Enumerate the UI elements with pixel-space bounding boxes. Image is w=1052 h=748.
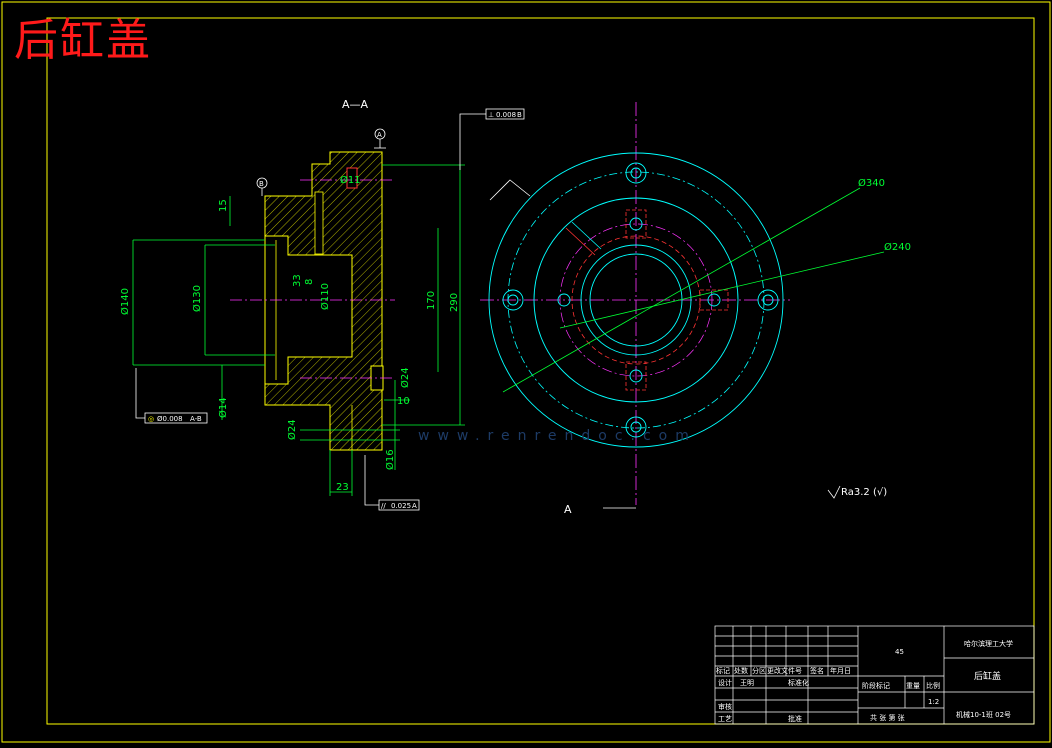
svg-text:0.008: 0.008 <box>496 111 516 119</box>
tb-review: 审核 <box>718 702 732 711</box>
tb-h4: 更改文件号 <box>767 666 802 675</box>
dim-text-10: 10 <box>397 396 410 407</box>
tb-h2: 处数 <box>734 666 748 675</box>
tb-design: 设计 <box>718 678 732 687</box>
dim-text-340: Ø340 <box>858 177 885 189</box>
tb-h1: 标记 <box>716 666 730 675</box>
dim-text-33: 33 <box>292 274 303 287</box>
dim-text-11: Ø11 <box>340 174 361 186</box>
section-dimension-lines <box>132 164 465 496</box>
tb-material: 45 <box>895 648 904 656</box>
dim-text-23: 23 <box>336 482 349 493</box>
tolerance-frame-top: ⊥ 0.008 B <box>459 108 525 170</box>
svg-text:A: A <box>412 502 417 510</box>
dim-text-240: Ø240 <box>884 241 911 253</box>
tolerance-frame-left: ◎ Ø0.008 A-B <box>135 368 208 424</box>
tb-scale: 1:2 <box>928 698 939 706</box>
tb-designer: 王明 <box>740 679 754 687</box>
dim-text-14: Ø14 <box>217 397 229 418</box>
tb-h6: 年月日 <box>830 666 851 675</box>
dim-text-24b: Ø24 <box>399 367 411 388</box>
dim-text-16: Ø16 <box>384 449 396 470</box>
dim-text-290: 290 <box>449 293 460 312</box>
drawing-title: 后缸盖 <box>14 15 152 66</box>
tb-weight: 重量 <box>906 682 920 690</box>
svg-text://: // <box>381 502 386 510</box>
tb-stage-mark: 阶段标记 <box>862 681 890 690</box>
svg-text:A-B: A-B <box>190 415 202 423</box>
tb-sheets: 共 张 第 张 <box>870 713 905 722</box>
dim-text-110: Ø110 <box>319 283 331 310</box>
svg-text:Ø0.008: Ø0.008 <box>157 415 183 423</box>
svg-text:B: B <box>517 111 522 119</box>
roughness-note: Ra3.2 (√) <box>841 487 887 498</box>
dim-text-8: 8 <box>304 279 315 285</box>
inner-border <box>46 17 1035 725</box>
tb-standard: 标准化 <box>788 678 809 687</box>
dim-text-24a: Ø24 <box>286 419 298 440</box>
title-block-texts: 标记 处数 分区 更改文件号 签名 年月日 设计 王明 标准化 审核 工艺 批准… <box>716 639 1013 723</box>
tb-ratio: 比例 <box>926 681 940 690</box>
front-view <box>480 102 885 505</box>
dim-text-15: 15 <box>218 199 229 212</box>
tolerance-frame-bottom: // 0.025 A <box>364 455 420 511</box>
tb-part-name: 后缸盖 <box>974 670 1001 682</box>
datum-a-text: A <box>377 131 382 139</box>
svg-text:0.025: 0.025 <box>391 502 411 510</box>
tb-approve: 批准 <box>788 714 802 723</box>
dim-text-140: Ø140 <box>119 288 131 315</box>
roughness-symbol <box>827 485 841 499</box>
datum-a-symbol <box>374 128 386 149</box>
section-label: A—A <box>342 98 369 111</box>
dim-text-130: Ø130 <box>191 285 203 312</box>
svg-text:◎: ◎ <box>148 415 154 423</box>
section-body <box>264 151 384 451</box>
svg-text:⊥: ⊥ <box>488 111 494 119</box>
datum-b-text: B <box>259 180 264 188</box>
watermark-text: www.renrendoc.com <box>418 428 697 444</box>
tb-h5: 签名 <box>810 666 824 675</box>
section-dimension-texts: Ø140 Ø130 Ø110 170 290 15 Ø14 Ø24 Ø24 10… <box>119 174 460 493</box>
datum-b-symbol <box>256 177 268 196</box>
tb-drawing-no: 机械10-1班 02号 <box>956 710 1011 719</box>
tb-process: 工艺 <box>718 715 732 723</box>
tb-h3: 分区 <box>752 666 766 675</box>
tb-school: 哈尔滨理工大学 <box>964 639 1013 648</box>
dim-text-170: 170 <box>426 291 437 310</box>
view-arrow-label: A <box>564 503 572 516</box>
title-block <box>714 625 1035 725</box>
